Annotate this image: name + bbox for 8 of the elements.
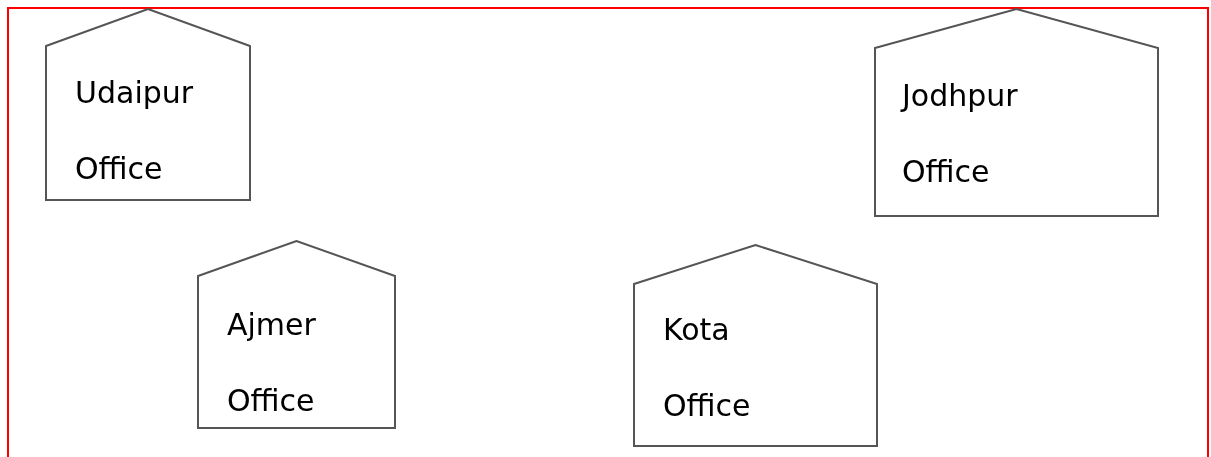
house-shape: [45, 8, 251, 201]
house-shape: [197, 240, 396, 429]
office-label: Kota Office: [663, 311, 751, 425]
house-shape: [874, 8, 1159, 217]
office-label: Udaipur Office: [75, 74, 194, 188]
office-label: Jodhpur Office: [902, 77, 1018, 191]
house-shape: [633, 244, 878, 447]
office-label: Ajmer Office: [227, 306, 316, 420]
